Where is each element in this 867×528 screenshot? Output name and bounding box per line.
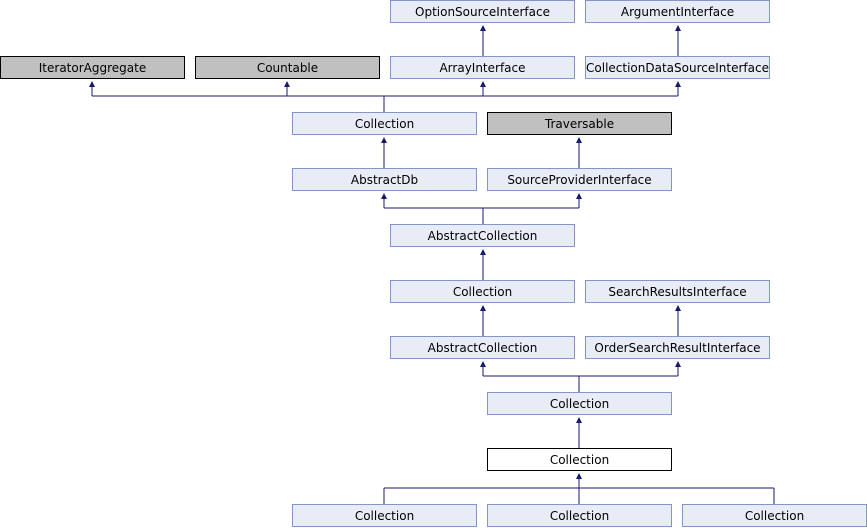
node-traversable: Traversable — [487, 112, 672, 135]
node-option-source-interface[interactable]: OptionSourceInterface — [390, 0, 575, 23]
node-abstract-collection-order[interactable]: AbstractCollection — [390, 336, 575, 359]
node-countable: Countable — [195, 56, 380, 79]
edge-lines — [91, 30, 775, 504]
node-collection-model[interactable]: Collection — [390, 280, 575, 303]
node-collection-current: Collection — [487, 448, 672, 471]
node-collection-child-2[interactable]: Collection — [487, 504, 672, 527]
node-collection-child-1[interactable]: Collection — [292, 504, 477, 527]
node-collection-order[interactable]: Collection — [487, 392, 672, 415]
node-collection-data[interactable]: Collection — [292, 112, 477, 135]
node-source-provider-interface[interactable]: SourceProviderInterface — [487, 168, 672, 191]
node-abstract-db[interactable]: AbstractDb — [292, 168, 477, 191]
node-collection-data-source-interface[interactable]: CollectionDataSourceInterface — [585, 56, 770, 79]
node-argument-interface[interactable]: ArgumentInterface — [585, 0, 770, 23]
node-order-search-result-interface[interactable]: OrderSearchResultInterface — [585, 336, 770, 359]
edge-arrowheads — [89, 25, 681, 479]
node-array-interface[interactable]: ArrayInterface — [390, 56, 575, 79]
node-abstract-collection-model[interactable]: AbstractCollection — [390, 224, 575, 247]
node-collection-child-3[interactable]: Collection — [682, 504, 867, 527]
node-iterator-aggregate: IteratorAggregate — [0, 56, 185, 79]
node-search-results-interface[interactable]: SearchResultsInterface — [585, 280, 770, 303]
